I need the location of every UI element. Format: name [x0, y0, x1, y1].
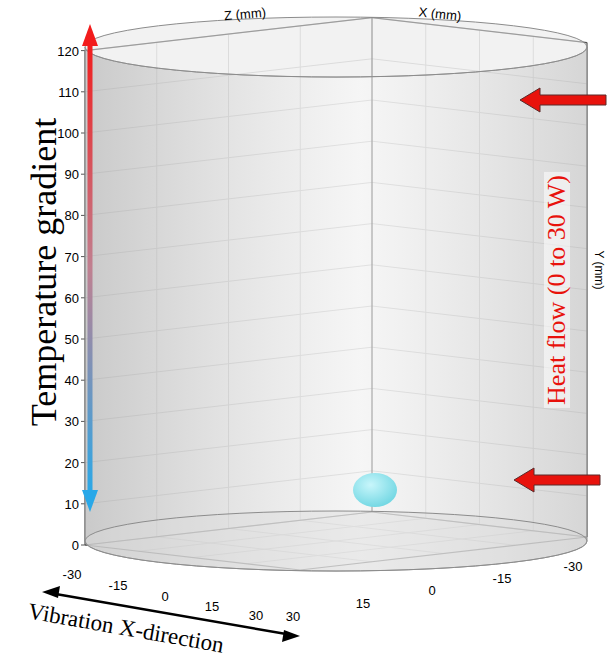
- bubble: [353, 473, 397, 507]
- grid-line: [81, 545, 85, 546]
- arrow-head: [42, 586, 60, 598]
- arrow-head: [82, 24, 98, 46]
- tick-label: -30: [564, 560, 583, 573]
- cylinder-top: [85, 17, 587, 77]
- heat-flow-label: Heat flow (0 to 30 W): [544, 172, 570, 408]
- axis-title: Y (mm): [593, 250, 605, 289]
- cylinder-body: [85, 47, 587, 571]
- grid-line: [81, 339, 85, 340]
- tick-label: 0: [428, 584, 435, 597]
- tick-label: 15: [356, 597, 370, 610]
- grid-line: [81, 174, 85, 175]
- tick-label: 50: [65, 333, 79, 346]
- tick-label: 0: [161, 590, 168, 603]
- grid-line: [81, 215, 85, 216]
- tick-label: 90: [65, 168, 79, 181]
- tick-label: -15: [493, 572, 512, 585]
- tick-label: 120: [57, 44, 79, 57]
- arrow-head: [82, 490, 98, 512]
- tick-label: 15: [205, 600, 219, 613]
- tick-label: 0: [72, 539, 79, 552]
- tick-label: 30: [249, 609, 263, 622]
- grid-line: [81, 133, 85, 134]
- tick-label: 30: [65, 415, 79, 428]
- vibration-label: Vibration X-direction: [26, 599, 226, 656]
- tick-label: 80: [65, 209, 79, 222]
- grid-line: [81, 421, 85, 422]
- axis-annotation: Temperature gradient: [26, 118, 62, 426]
- grid-line: [81, 91, 85, 92]
- grid-line: [81, 380, 85, 381]
- tick-label: 110: [58, 85, 79, 98]
- axis-grid: [81, 18, 587, 570]
- tick-label: 10: [65, 497, 79, 510]
- grid-line: [81, 297, 85, 298]
- grid-line: [81, 462, 85, 463]
- heat-arrow: [520, 88, 606, 112]
- tick-label: 70: [65, 250, 79, 263]
- tick-label: 40: [65, 374, 79, 387]
- grid-line: [81, 503, 85, 504]
- axis-title: Z (mm): [224, 6, 267, 23]
- arrow-head: [282, 630, 300, 642]
- tick-label: 30: [286, 610, 300, 623]
- heat-arrow: [514, 468, 600, 492]
- tick-label: -30: [63, 568, 82, 581]
- tick-label: -15: [109, 579, 128, 592]
- grid-line: [81, 50, 85, 51]
- tick-label: 60: [65, 291, 79, 304]
- grid-line: [81, 256, 85, 257]
- tick-label: 20: [65, 456, 79, 469]
- cylinder-bottom: [85, 511, 587, 571]
- temperature-arrow: [88, 42, 93, 494]
